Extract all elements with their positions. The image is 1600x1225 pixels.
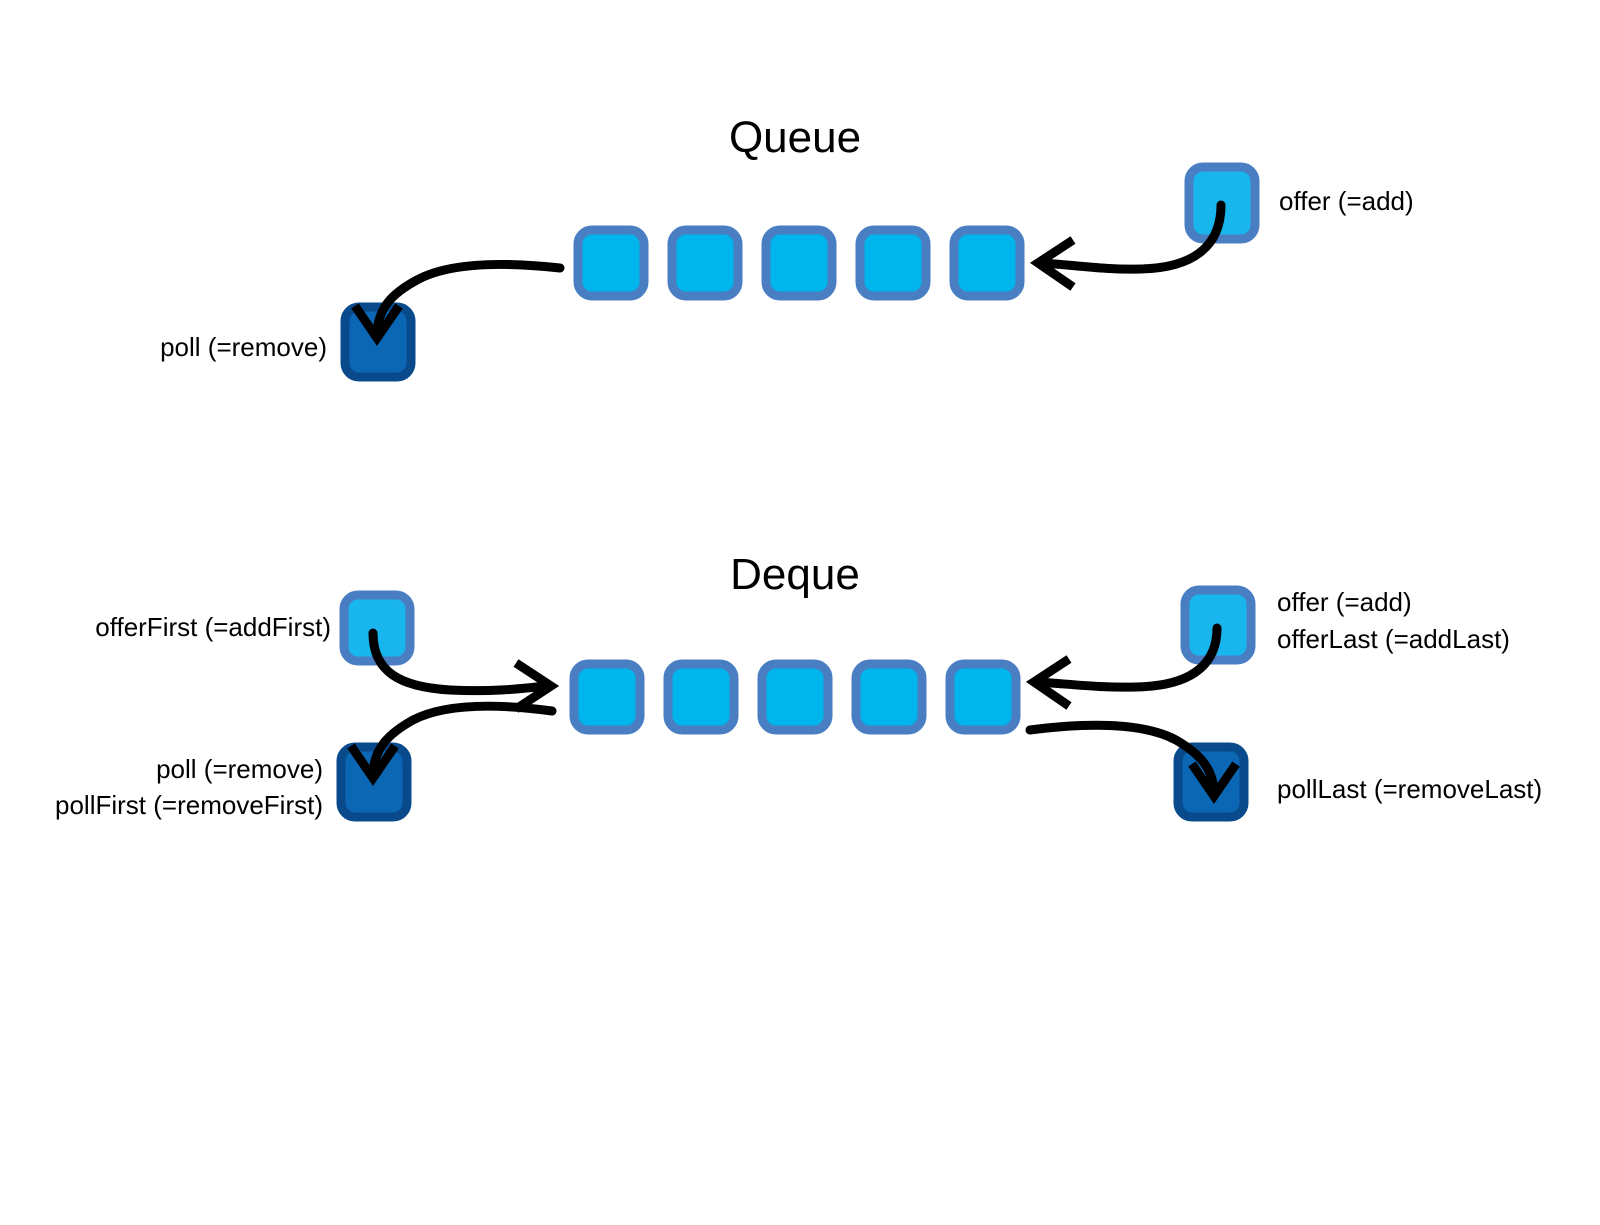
- deque-offer-label: offer (=add): [1277, 587, 1412, 617]
- queue-cell-2: [667, 225, 743, 301]
- queue-section: Queue offer (=add) poll (=remove): [160, 113, 1414, 382]
- queue-title: Queue: [729, 113, 861, 162]
- deque-cell-2: [663, 659, 739, 735]
- deque-poll-last-arrowhead: [1188, 761, 1240, 804]
- deque-offer-first-arrow-path: [368, 628, 551, 696]
- queue-poll-arrow-path: [372, 259, 565, 337]
- deque-offer-last-arrow-path: [1032, 623, 1222, 692]
- queue-cell-1: [573, 225, 649, 301]
- deque-cell-3: [757, 659, 833, 735]
- queue-cell-3: [761, 225, 837, 301]
- queue-cell-4: [855, 225, 931, 301]
- queue-offer-arrowhead: [1029, 236, 1076, 291]
- deque-poll-first-arrow-path: [368, 701, 557, 777]
- queue-poll-arrowhead: [351, 303, 403, 346]
- queue-cell-5: [949, 225, 1025, 301]
- deque-poll-last-arrow-path: [1025, 720, 1219, 795]
- deque-poll-first-arrowhead: [347, 743, 399, 786]
- deque-title: Deque: [730, 550, 860, 599]
- deque-offer-last-label: offerLast (=addLast): [1277, 624, 1510, 654]
- deque-cell-5: [945, 659, 1021, 735]
- queue-poll-label: poll (=remove): [160, 332, 327, 362]
- deque-poll-label: poll (=remove): [156, 754, 323, 784]
- deque-offer-first-arrowhead: [513, 659, 560, 713]
- deque-section: Deque offerFirst (=addFirst) poll (=remo…: [55, 550, 1542, 822]
- queue-offer-arrow-path: [1036, 200, 1226, 274]
- queue-offer-label: offer (=add): [1279, 186, 1414, 216]
- deque-cell-4: [851, 659, 927, 735]
- deque-cells: [569, 659, 1021, 735]
- deque-cell-1: [569, 659, 645, 735]
- deque-offer-first-label: offerFirst (=addFirst): [95, 612, 331, 642]
- deque-poll-first-label: pollFirst (=removeFirst): [55, 790, 323, 820]
- deque-offer-last-arrowhead: [1025, 655, 1072, 710]
- deque-poll-last-label: pollLast (=removeLast): [1277, 774, 1542, 804]
- queue-cells: [573, 225, 1025, 301]
